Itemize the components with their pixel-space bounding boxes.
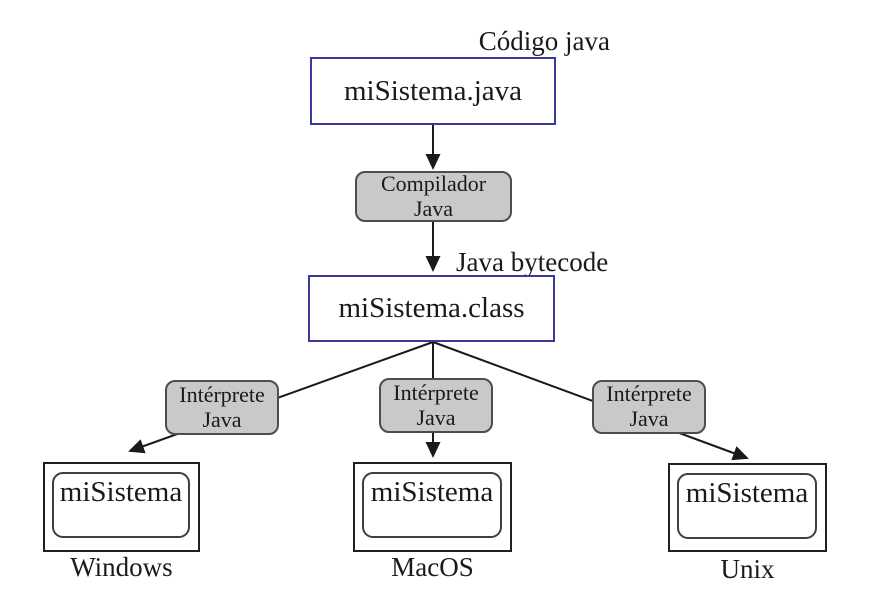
compiler-label-line2: Java <box>413 195 454 221</box>
source-code-label: Código java <box>478 26 610 56</box>
os-label-unix: Unix <box>720 554 775 584</box>
class-file-box: miSistema.class <box>308 275 555 342</box>
interpreter-label-line2: Java <box>416 404 456 430</box>
interpreter-label-line2: Java <box>629 406 669 431</box>
interpreter-label-line2: Java <box>202 406 242 432</box>
compiler-label-line1: Compilador <box>380 170 487 196</box>
program-screen: miSistema <box>52 472 190 538</box>
program-screen: miSistema <box>362 472 502 538</box>
program-name: miSistema <box>685 477 809 509</box>
interpreter-box-macos: Intérprete Java <box>379 378 493 433</box>
source-file-box: miSistema.java <box>310 57 556 125</box>
program-box-macos: miSistema <box>353 462 512 552</box>
program-box-windows: miSistema <box>43 462 200 552</box>
interpreter-label-line1: Intérprete <box>393 379 479 405</box>
program-name: miSistema <box>59 476 183 508</box>
source-file-name: miSistema.java <box>344 74 522 107</box>
compiler-box: Compilador Java <box>355 171 512 222</box>
program-box-unix: miSistema <box>668 463 827 552</box>
os-label-macos: MacOS <box>391 552 474 582</box>
os-label-windows: Windows <box>70 552 173 582</box>
bytecode-label: Java bytecode <box>456 247 609 277</box>
interpreter-box-windows: Intérprete Java <box>165 380 279 435</box>
interpreter-label-line1: Intérprete <box>179 381 265 407</box>
interpreter-label-line1: Intérprete <box>606 381 692 407</box>
program-screen: miSistema <box>677 473 817 539</box>
program-name: miSistema <box>370 476 494 508</box>
class-file-name: miSistema.class <box>338 292 525 324</box>
interpreter-box-unix: Intérprete Java <box>592 380 706 434</box>
arrow-bytecode-to-unix <box>432 341 749 461</box>
